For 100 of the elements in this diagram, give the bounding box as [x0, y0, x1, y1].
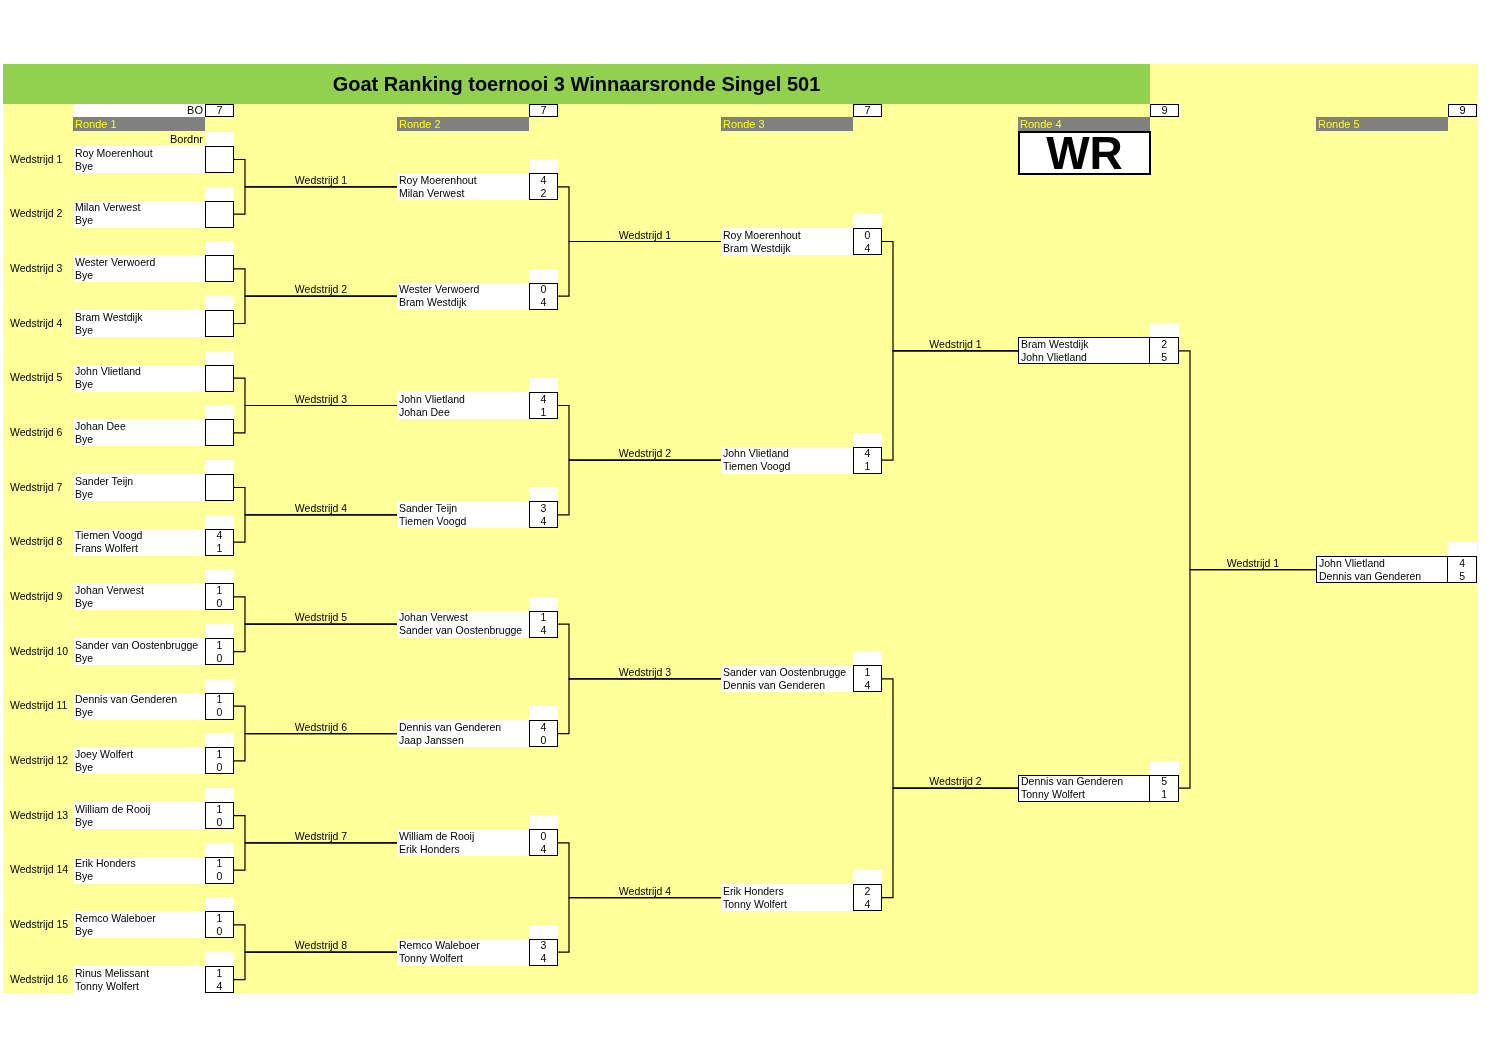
bracket-line: [233, 732, 398, 762]
match-box: [73, 692, 234, 720]
player-name: Milan Verwest: [75, 201, 142, 215]
bracket-line: [557, 459, 722, 516]
player-name: John Vlietland: [1021, 350, 1088, 364]
match-box: [1316, 556, 1477, 583]
score: 0: [216, 870, 223, 884]
score: 2: [864, 884, 871, 898]
player-name: Bye: [75, 760, 95, 774]
player-name: Bye: [75, 323, 95, 337]
player-name: William de Rooij: [399, 829, 476, 843]
bracket-line: [1178, 568, 1317, 789]
player-name: Bram Westdijk: [1021, 337, 1090, 351]
match-box: [397, 392, 558, 419]
score: 1: [216, 966, 223, 980]
score: 0: [540, 829, 547, 843]
match-box: [73, 966, 234, 994]
player-name: Dennis van Genderen: [1021, 775, 1125, 789]
match-box: [721, 446, 882, 474]
score: 1: [216, 802, 223, 816]
score: 5: [1161, 350, 1167, 364]
score: 1: [1161, 788, 1167, 802]
player-name: Remco Waleboer: [399, 939, 481, 953]
match-label: Wedstrijd 4: [10, 316, 63, 330]
match-label: Wedstrijd 7: [10, 480, 63, 494]
score: 4: [540, 624, 547, 638]
player-name: Bram Westdijk: [723, 241, 792, 255]
match-box: [73, 802, 234, 830]
match-box: [73, 255, 234, 283]
match-box: [73, 747, 234, 775]
player-name: Bye: [75, 159, 95, 173]
match-label: Wedstrijd 5: [10, 371, 63, 385]
score: 0: [864, 228, 871, 242]
score: 3: [540, 939, 547, 953]
score: 4: [216, 979, 223, 993]
player-name: John Vlietland: [723, 447, 790, 461]
match-box: [397, 720, 558, 748]
match-box: [721, 665, 882, 693]
player-name: Bye: [75, 378, 95, 392]
match-box: [73, 200, 234, 228]
match-label: Wedstrijd 3: [10, 261, 63, 275]
score: 0: [216, 596, 223, 610]
bracket-line: [233, 186, 398, 215]
match-label: Wedstrijd 2: [10, 207, 63, 221]
match-box: [397, 501, 558, 529]
player-name: John Vlietland: [75, 365, 142, 379]
score: 4: [864, 678, 871, 692]
player-name: Bye: [75, 651, 95, 665]
player-name: Tonny Wolfert: [399, 952, 464, 966]
player-name: Johan Verwest: [399, 611, 469, 625]
edge-label: Wedstrijd 2: [927, 775, 984, 788]
match-box: [721, 884, 882, 912]
edge-label: Wedstrijd 8: [292, 939, 350, 952]
score: 4: [540, 952, 547, 966]
bracket-line: [557, 678, 722, 735]
player-name: Erik Honders: [723, 884, 785, 898]
match-label: Wedstrijd 9: [10, 589, 63, 603]
value-cell: 7: [205, 104, 234, 117]
score: 1: [216, 583, 223, 597]
score: 5: [1459, 569, 1465, 583]
player-name: William de Rooij: [75, 802, 152, 816]
player-name: Wester Verwoerd: [399, 283, 481, 297]
match-box: [73, 474, 234, 501]
round-header: Ronde 3: [721, 117, 853, 131]
player-name: Bye: [75, 214, 95, 228]
score: 1: [216, 747, 223, 761]
score: 1: [540, 611, 547, 625]
edge-label: Wedstrijd 5: [292, 611, 350, 624]
score: 4: [540, 720, 547, 734]
bracket-line: [233, 951, 398, 981]
score: 0: [216, 706, 223, 720]
match-box: [73, 364, 234, 392]
player-name: Sander Teijn: [399, 501, 459, 515]
match-label: Wedstrijd 10: [10, 644, 69, 658]
match-label: Wedstrijd 13: [10, 808, 69, 822]
match-box: [73, 146, 234, 173]
player-name: Dennis van Genderen: [723, 678, 827, 692]
match-label: Wedstrijd 1: [10, 152, 63, 166]
player-name: Tiemen Voogd: [75, 529, 144, 543]
score: 1: [216, 542, 223, 556]
match-label: Wedstrijd 12: [10, 753, 69, 767]
round-header: Ronde 5: [1316, 117, 1448, 131]
round-header: Ronde 2: [397, 117, 529, 131]
bracket-line: [557, 896, 722, 953]
score: 4: [864, 241, 871, 255]
player-name: Jaap Janssen: [399, 733, 465, 747]
match-box: [73, 583, 234, 611]
score: 4: [540, 296, 547, 310]
player-name: Tonny Wolfert: [723, 897, 788, 911]
score: 2: [1161, 337, 1167, 351]
player-name: Erik Honders: [399, 842, 461, 856]
player-name: Tonny Wolfert: [1021, 788, 1086, 802]
match-label: Wedstrijd 6: [10, 425, 63, 439]
player-name: John Vlietland: [1319, 556, 1386, 570]
player-name: Roy Moerenhout: [723, 228, 802, 242]
match-box: [73, 638, 234, 665]
score: 3: [540, 501, 547, 515]
value-cell: 7: [529, 104, 558, 117]
value-cell: 7: [853, 104, 882, 117]
match-box: [1018, 337, 1179, 365]
